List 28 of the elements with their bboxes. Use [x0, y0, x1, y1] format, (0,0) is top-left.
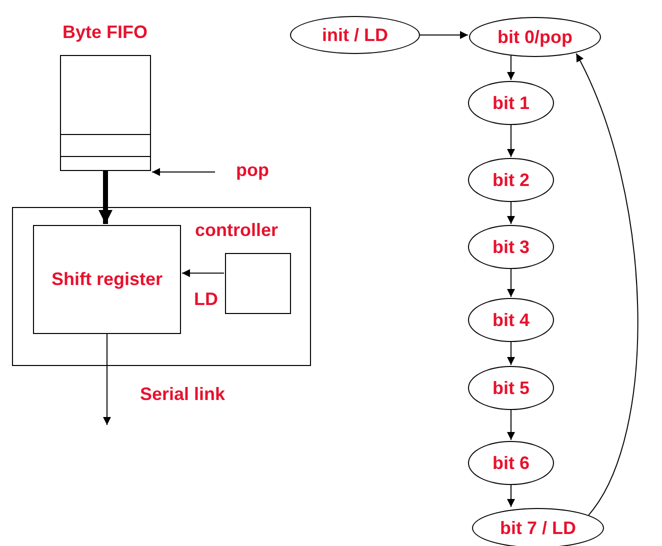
- arrow: [507, 124, 515, 158]
- state-label: bit 5: [492, 378, 530, 398]
- arrow: [506, 55, 515, 80]
- enclosure-box: [12, 207, 311, 366]
- state-label: bit 6: [492, 452, 530, 474]
- arrow: [182, 269, 224, 278]
- fifo-title: Byte FIFO: [62, 22, 148, 43]
- state-label: bit 3: [492, 236, 530, 258]
- arrow: [152, 168, 216, 176]
- arrow: [420, 31, 468, 39]
- state-label: bit 1: [492, 92, 530, 114]
- state-label: init / LD: [322, 24, 388, 46]
- controller-title: controller: [195, 220, 278, 241]
- arrow: [507, 268, 515, 298]
- arrow: [507, 342, 515, 366]
- state-label: bit 0/pop: [498, 26, 572, 48]
- state-label: bit 4: [492, 310, 530, 330]
- arrow: [98, 171, 112, 224]
- arrow: [507, 484, 515, 508]
- register-box: [33, 225, 181, 334]
- signal-label: pop: [236, 160, 269, 180]
- arrow: [576, 53, 638, 516]
- state-label: bit 2: [492, 170, 530, 190]
- arrow: [103, 334, 111, 426]
- state-label: bit 7 / LD: [500, 518, 576, 538]
- arrow: [507, 410, 515, 440]
- arrow: [507, 202, 515, 224]
- register-label: Shift register: [51, 269, 163, 290]
